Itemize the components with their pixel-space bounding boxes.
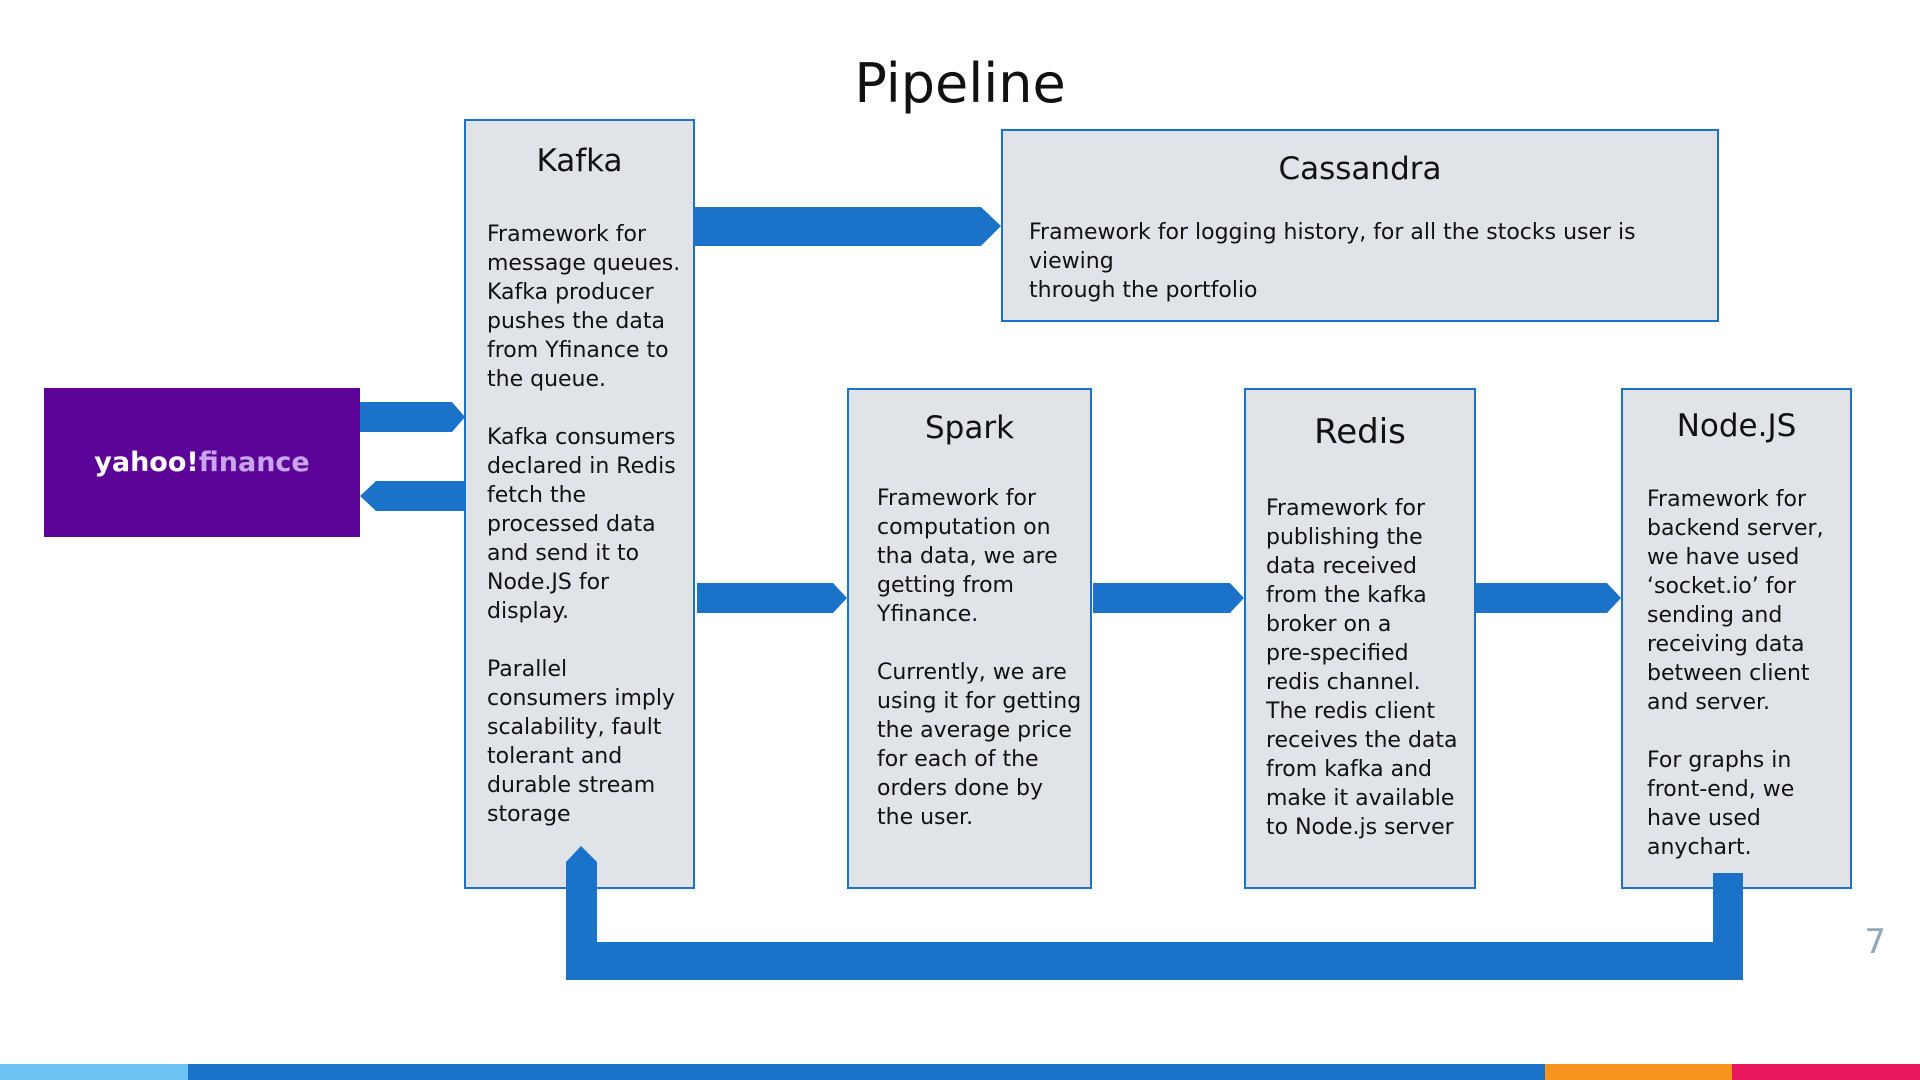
bottom-bar-segment-pink (1732, 1064, 1920, 1080)
nodejs-description: Framework for backend server, we have us… (1647, 487, 1824, 860)
arrow-nodejs-to-kafka (566, 846, 1743, 980)
cassandra-box: Cassandra Framework for logging history,… (1001, 129, 1719, 322)
arrow-kafka-to-cassandra (695, 207, 1001, 246)
redis-title: Redis (1314, 412, 1406, 452)
arrow-kafka-to-yahoo (360, 481, 465, 511)
arrow-kafka-to-spark (697, 583, 847, 613)
arrow-yahoo-to-kafka (360, 402, 465, 432)
yahoo-finance-logo: yahoo!finance (44, 388, 360, 537)
bottom-bar-segment-blue (188, 1064, 1545, 1080)
arrow-redis-to-nodejs (1476, 583, 1621, 613)
cassandra-description: Framework for logging history, for all t… (1029, 220, 1636, 303)
spark-box: Spark Framework for computation on tha d… (847, 388, 1092, 889)
arrow-spark-to-redis (1093, 583, 1244, 613)
nodejs-title: Node.JS (1676, 408, 1797, 444)
nodejs-box: Node.JS Framework for backend server, we… (1621, 388, 1852, 889)
logo-text-bang: ! (186, 447, 199, 478)
kafka-title: Kafka (536, 143, 623, 179)
page-number: 7 (1864, 922, 1886, 962)
spark-title: Spark (924, 410, 1015, 446)
logo-text-yahoo: yahoo (94, 447, 187, 478)
bottom-bar-segment-orange (1545, 1064, 1732, 1080)
page-title: Pipeline (854, 52, 1066, 115)
cassandra-title: Cassandra (1278, 151, 1442, 187)
redis-box: Redis Framework for publishing the data … (1244, 388, 1476, 889)
redis-description: Framework for publishing the data receiv… (1266, 496, 1458, 840)
spark-description: Framework for computation on tha data, w… (877, 486, 1082, 830)
logo-text-finance: finance (198, 447, 310, 478)
bottom-color-bar (0, 1064, 1920, 1080)
kafka-box: Kafka Framework for message queues. Kafk… (464, 119, 695, 889)
bottom-bar-segment-light-blue (0, 1064, 188, 1080)
kafka-description: Framework for message queues. Kafka prod… (487, 222, 681, 827)
